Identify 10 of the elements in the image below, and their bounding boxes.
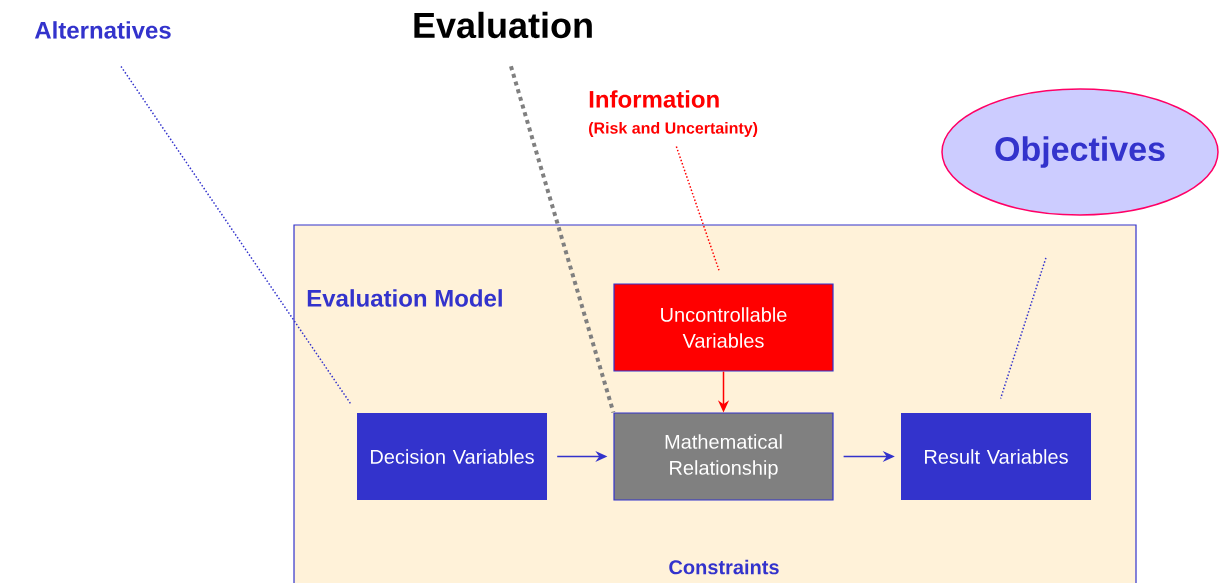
process-box: Mathematical Relationship <box>613 412 834 501</box>
annotation-text: Information (Risk and Uncertainty) <box>589 90 758 137</box>
leader-line <box>509 65 616 413</box>
leader-line <box>675 145 720 271</box>
process-box: Decision Variables <box>357 413 547 500</box>
title-text: Alternatives <box>34 21 171 39</box>
leader-line <box>120 65 352 406</box>
process-box: Uncontrollable Variables <box>613 283 834 372</box>
title-text: Evaluation <box>414 11 592 39</box>
process-box: Result Variables <box>901 413 1091 500</box>
